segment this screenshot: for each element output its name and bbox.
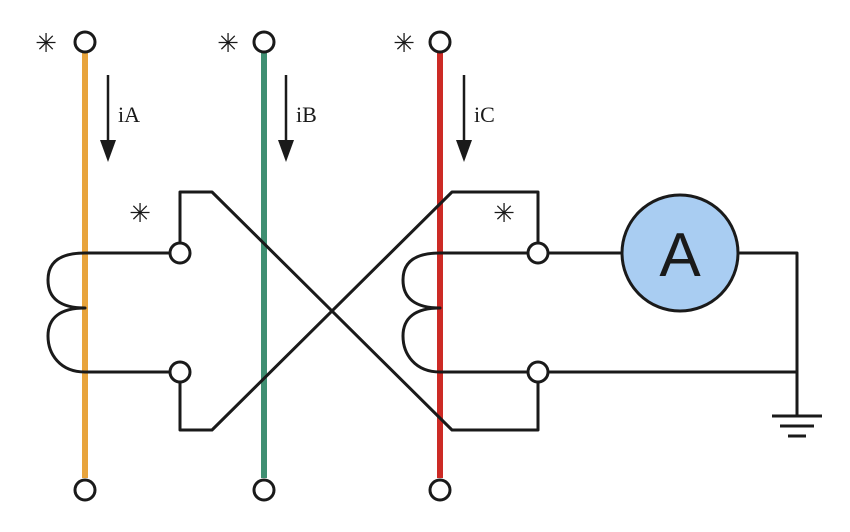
phase-b-top-terminal <box>252 30 276 54</box>
phase-a-current-label: iA <box>118 102 140 127</box>
phase-a-top-terminal <box>73 30 97 54</box>
phase-c-polarity-mark: ✳ <box>393 29 415 59</box>
phase-a-bottom-terminal <box>73 478 97 502</box>
ammeter-label: A <box>659 221 701 290</box>
ct-c-s2-terminal <box>526 360 550 384</box>
ct-c-polarity-mark: ✳ <box>493 199 515 229</box>
phase-b-polarity-mark: ✳ <box>217 29 239 59</box>
phase-b-bottom-terminal <box>252 478 276 502</box>
ct-a-secondary-loop-bottom <box>178 190 540 432</box>
phase-a-polarity-mark: ✳ <box>35 29 57 59</box>
ct-a-polarity-mark: ✳ <box>129 199 151 229</box>
ct-c-s1-terminal <box>526 241 550 265</box>
phase-b-current-label: iB <box>296 102 317 127</box>
ammeter-icon <box>620 193 740 313</box>
phase-c-current-arrow <box>456 75 472 162</box>
phase-c-bottom-terminal <box>428 478 452 502</box>
phase-a-current-arrow <box>100 75 116 162</box>
phase-c-current-label: iC <box>474 102 495 127</box>
ct-a-s2-terminal <box>168 360 192 384</box>
phase-c-top-terminal <box>428 30 452 54</box>
ct-c-coil <box>401 251 530 374</box>
meter-return-wire <box>546 251 799 374</box>
ground-icon <box>772 414 822 438</box>
ct-a-s1-terminal <box>168 241 192 265</box>
ct-a-secondary-loop-top <box>178 190 540 432</box>
ct-a-coil <box>46 251 172 374</box>
phase-b-current-arrow <box>278 75 294 162</box>
